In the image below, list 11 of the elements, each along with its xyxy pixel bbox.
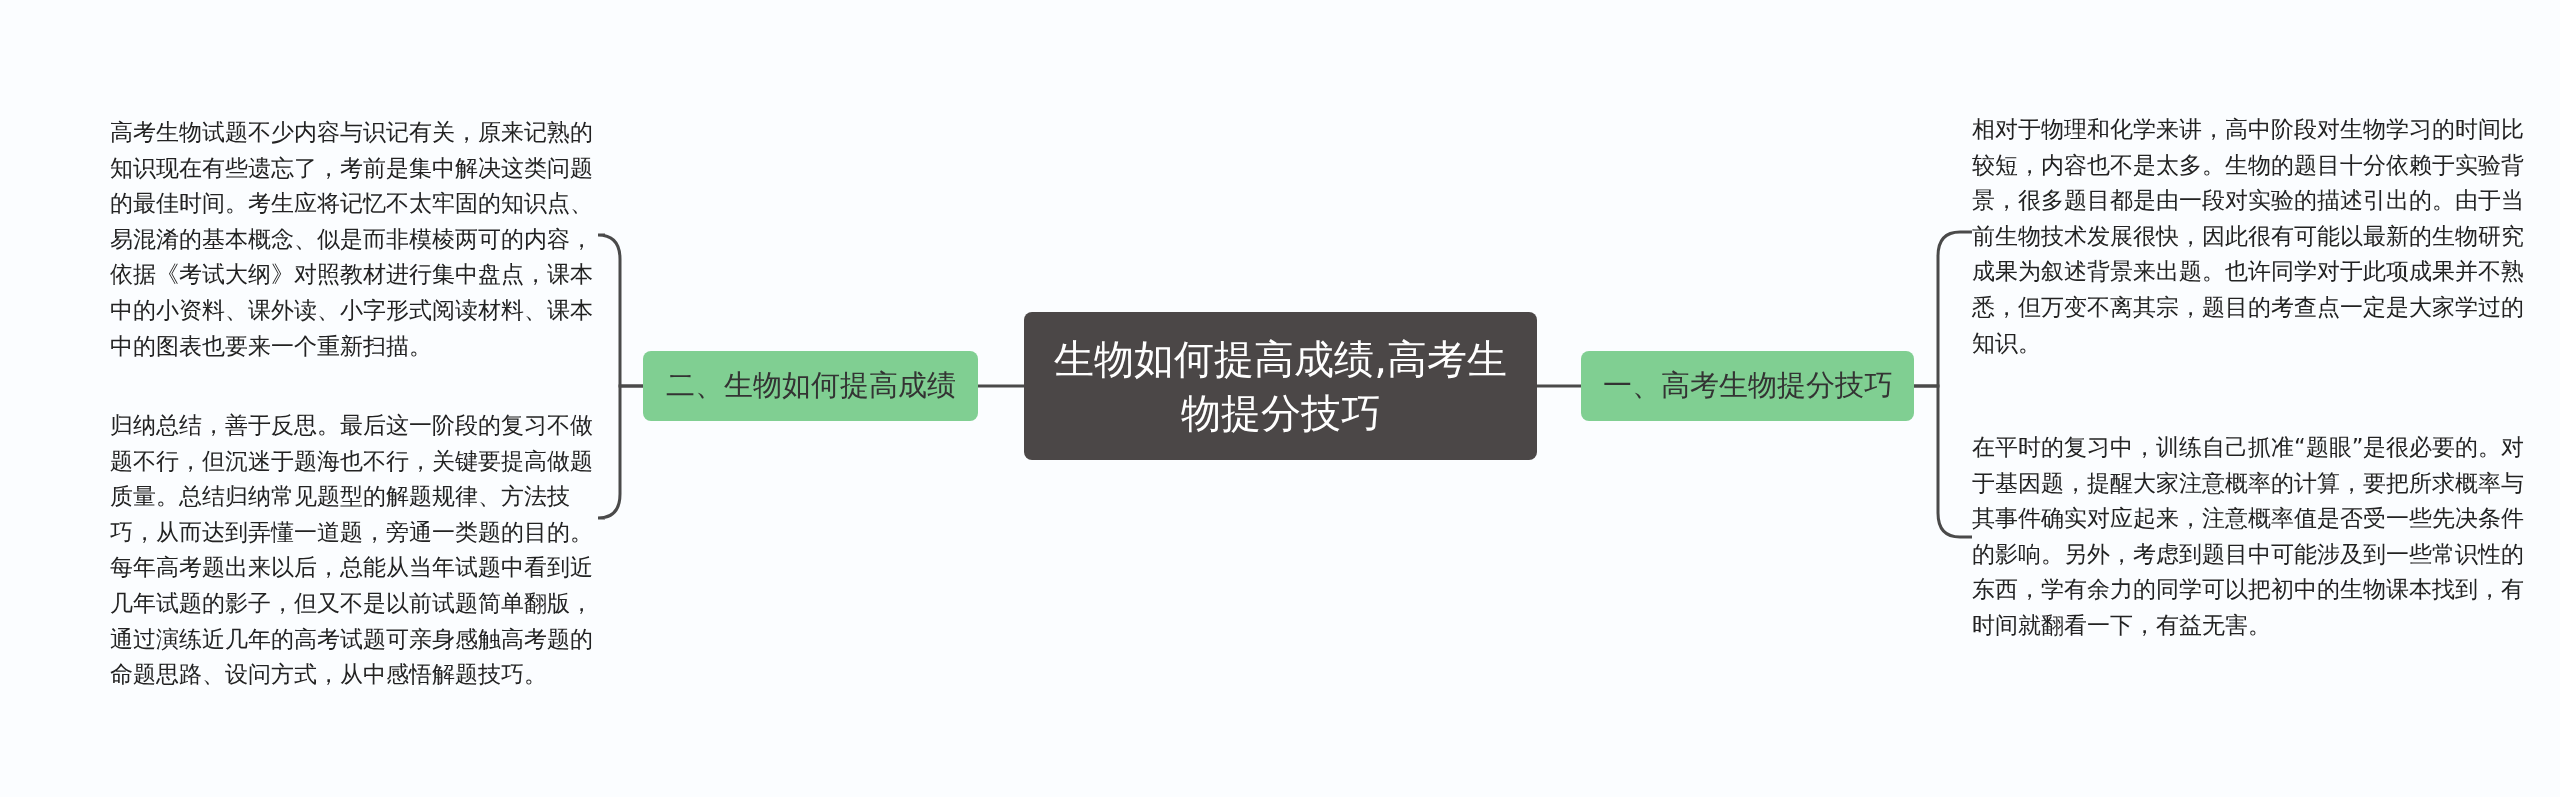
- bracket-line: [596, 384, 643, 520]
- topic-box: 一、高考生物提分技巧: [1581, 351, 1914, 421]
- note-text: 高考生物试题不少内容与识记有关，原来记熟的知识现在有些遗忘了，考前是集中解决这类问题的最佳时间。考生应将记忆不太牢固的知识点、易混淆的基本概念、似是而非模棱两可的内容，依据《考试大纲》对照教材进行集中盘点，课本中的小资料、课外读、小字形式阅读材料、课本中的图表也要来一个重新扫描。: [110, 115, 605, 365]
- central-topic-box: 生物如何提高成绩,高考生物提分技巧: [1024, 312, 1537, 460]
- note-text: 在平时的复习中，训练自己抓准“题眼”是很必要的。对于基因题，提醒大家注意概率的计算，要把所求概率与其事件确实对应起来，注意概率值是否受一些先决条件的影响。另外，考虑到题目中可能涉及到一些常识性的东西，学有余力的同学可以把初中的生物课本找到，有时间就翻看一下，有益无害。: [1972, 430, 2532, 644]
- topic-box: 二、生物如何提高成绩: [643, 351, 978, 421]
- connector-line: [978, 384, 1024, 388]
- connector-line: [1537, 384, 1581, 388]
- note-text: 相对于物理和化学来讲，高中阶段对生物学习的时间比较短，内容也不是太多。生物的题目十分依赖于实验背景，很多题目都是由一段对实验的描述引出的。由于当前生物技术发展很快，因此很有可能以最新的生物研究成果为叙述背景来出题。也许同学对于此项成果并不熟悉，但万变不离其宗，题目的考查点一定是大家学过的知识。: [1972, 112, 2532, 362]
- bracket-line: [1914, 384, 1972, 539]
- note-text: 归纳总结，善于反思。最后这一阶段的复习不做题不行，但沉迷于题海也不行，关键要提高做题质量。总结归纳常见题型的解题规律、方法技巧，从而达到弄懂一道题，旁通一类题的目的。每年高考题出来以后，总能从当年试题中看到近几年试题的影子，但又不是以前试题简单翻版，通过演练近几年的高考试题可亲身感触高考题的命题思路、设问方式，从中感悟解题技巧。: [110, 408, 605, 693]
